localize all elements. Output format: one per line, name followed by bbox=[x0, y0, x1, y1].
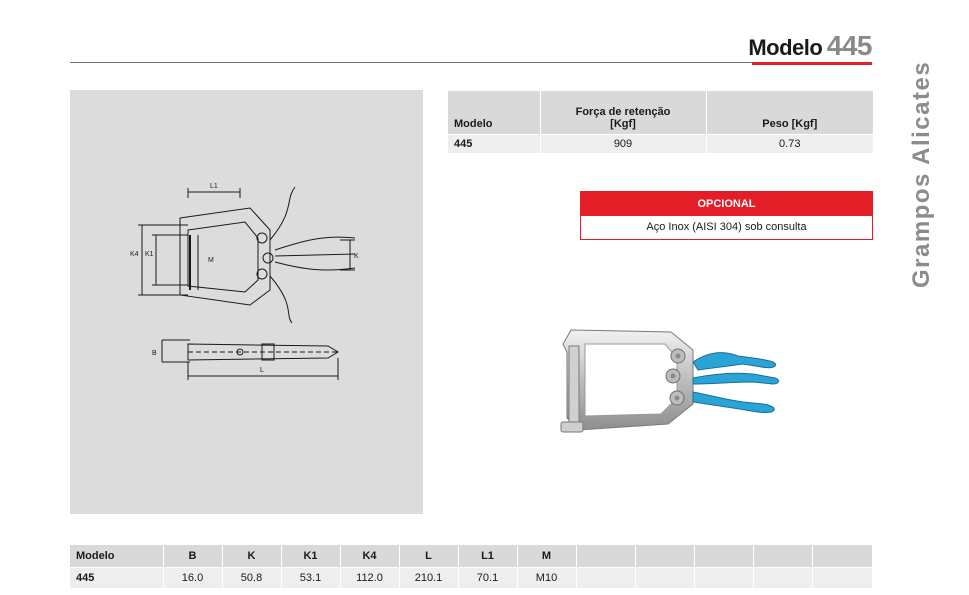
dim-label-k4: K4 bbox=[130, 251, 139, 258]
optional-title: OPCIONAL bbox=[581, 192, 872, 216]
dims-cell-l1: 70.1 bbox=[457, 566, 517, 588]
spec-cell-weight: 0.73 bbox=[705, 133, 873, 153]
dim-label-k: K bbox=[354, 253, 359, 260]
optional-text: Aço Inox (AISI 304) sob consulta bbox=[581, 216, 872, 239]
dims-cell-empty bbox=[811, 566, 872, 588]
dims-header-model: Modelo bbox=[70, 545, 163, 567]
spec-cell-force: 909 bbox=[539, 133, 706, 153]
dim-label-l1: L1 bbox=[210, 183, 218, 190]
table-row: 445 909 0.73 bbox=[448, 133, 873, 153]
dim-label-m: M bbox=[208, 257, 214, 264]
dim-label-l: L bbox=[260, 367, 264, 374]
dims-cell-k4: 112.0 bbox=[339, 566, 399, 588]
dims-cell-empty bbox=[752, 566, 812, 588]
dims-header-k1: K1 bbox=[280, 545, 340, 567]
dims-header-l: L bbox=[398, 545, 458, 567]
model-number: 445 bbox=[826, 30, 873, 61]
dims-cell-model: 445 bbox=[70, 566, 163, 588]
table-row: 445 16.0 50.8 53.1 112.0 210.1 70.1 M10 bbox=[70, 566, 872, 588]
product-photo bbox=[560, 329, 780, 433]
dims-header-empty bbox=[811, 545, 872, 567]
dims-header-empty bbox=[693, 545, 753, 567]
spec-table: Modelo Força de retenção [Kgf] Peso [Kgf… bbox=[448, 91, 873, 153]
top-view: L1 K4 K1 M bbox=[130, 183, 359, 324]
dims-cell-b: 16.0 bbox=[162, 566, 222, 588]
dims-header-b: B bbox=[162, 545, 222, 567]
dims-header-k4: K4 bbox=[339, 545, 399, 567]
dims-header-m: M bbox=[516, 545, 576, 567]
dims-header-row: Modelo B K K1 K4 L L1 M bbox=[70, 545, 872, 567]
category-label: Grampos Alicates bbox=[908, 60, 935, 288]
dim-label-k1: K1 bbox=[145, 251, 154, 258]
spec-header-force: Força de retenção [Kgf] bbox=[539, 91, 706, 134]
spec-header-model: Modelo bbox=[448, 91, 540, 134]
technical-drawing: L1 K4 K1 M bbox=[130, 183, 359, 380]
title-underline bbox=[752, 62, 872, 65]
page-title: Modelo 445 bbox=[748, 30, 872, 62]
header-divider bbox=[70, 62, 872, 63]
spec-cell-model: 445 bbox=[448, 133, 540, 153]
optional-box: OPCIONAL Aço Inox (AISI 304) sob consult… bbox=[580, 191, 873, 240]
dims-header-empty bbox=[575, 545, 635, 567]
title-word: Modelo bbox=[748, 35, 823, 60]
dims-header-empty bbox=[752, 545, 812, 567]
technical-drawing-panel: L1 K4 K1 M bbox=[70, 90, 423, 514]
dims-header-empty bbox=[634, 545, 694, 567]
dims-cell-k1: 53.1 bbox=[280, 566, 340, 588]
dims-cell-empty bbox=[693, 566, 753, 588]
dims-header-l1: L1 bbox=[457, 545, 517, 567]
dim-label-b: B bbox=[152, 350, 157, 357]
dims-cell-k: 50.8 bbox=[221, 566, 281, 588]
dims-cell-l: 210.1 bbox=[398, 566, 458, 588]
spec-header-force-line1: Força de retenção bbox=[575, 105, 671, 118]
dimensions-table: Modelo B K K1 K4 L L1 M 445 16.0 50.8 53… bbox=[70, 545, 872, 588]
spec-header-weight: Peso [Kgf] bbox=[705, 91, 873, 134]
dims-cell-empty bbox=[634, 566, 694, 588]
dims-cell-empty bbox=[575, 566, 635, 588]
spec-header-force-line2: [Kgf] bbox=[610, 117, 636, 130]
dims-cell-m: M10 bbox=[516, 566, 576, 588]
side-view: B L bbox=[152, 339, 339, 380]
dims-header-k: K bbox=[221, 545, 281, 567]
